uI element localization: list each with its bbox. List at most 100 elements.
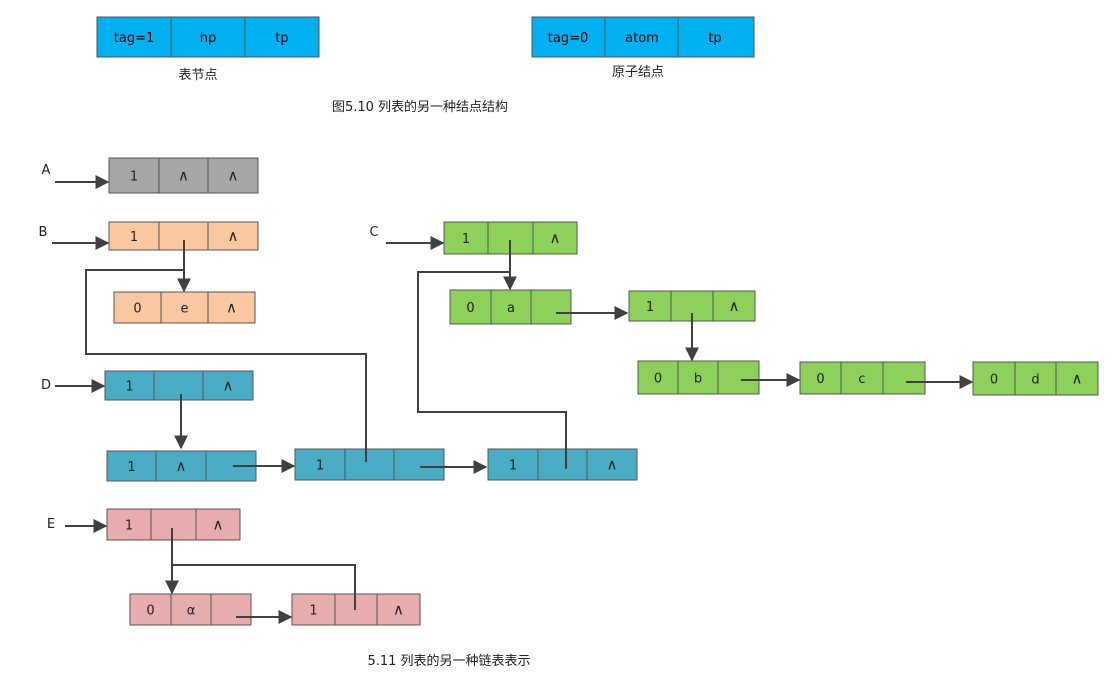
node-cell <box>972 361 1016 396</box>
list-node-structure: tag=1 hp tp 表节点 <box>96 16 320 83</box>
node-cell <box>487 448 539 481</box>
node-cell <box>210 593 252 626</box>
node-cell <box>537 448 588 481</box>
node-cell <box>882 361 926 395</box>
node-field-text: ∧ <box>607 456 618 474</box>
node-field-text: 0 <box>466 301 474 316</box>
node-field-text: ∧ <box>228 167 239 185</box>
atom-node-field-tag: tag=0 <box>548 31 588 46</box>
node-cell <box>158 157 209 194</box>
list-label-b: B <box>39 225 48 240</box>
node-cell <box>344 448 395 481</box>
node-cell <box>586 448 638 481</box>
node-cell <box>129 593 172 626</box>
atom-node-field-atom: atom <box>625 31 659 46</box>
node-cell <box>207 291 256 324</box>
node-field-text: b <box>694 372 702 387</box>
node-field-text: 0 <box>146 604 154 619</box>
node-field-text: 1 <box>130 230 138 245</box>
node-cell <box>170 593 212 626</box>
list-node-box <box>96 16 320 58</box>
node-field-text: ∧ <box>226 299 237 317</box>
pointer-links <box>52 175 974 624</box>
node-field-text: α <box>187 604 196 619</box>
node-field-text: ∧ <box>1072 370 1083 388</box>
list-c-node: 0 d ∧ <box>972 361 1099 396</box>
node-field-text: ∧ <box>550 229 561 247</box>
node-field-text: 0 <box>990 373 998 388</box>
node-cell <box>207 221 259 251</box>
atom-node-box <box>531 16 755 58</box>
node-cell <box>628 290 672 322</box>
node-field-text: ∧ <box>213 516 224 534</box>
list-d-node: 1∧ <box>106 450 257 482</box>
list-b-node: 0 e ∧ <box>113 291 256 324</box>
node-cell <box>1055 361 1099 396</box>
pointer-d3-hp-to-c <box>417 271 567 469</box>
list-label-e: E <box>47 517 55 532</box>
node-field-text: ∧ <box>178 167 189 185</box>
node-field-text: a <box>507 301 515 316</box>
node-cell <box>160 291 209 324</box>
node-cell <box>291 593 336 626</box>
node-cell <box>104 370 155 401</box>
list-a-node: 1 ∧ ∧ <box>108 157 259 194</box>
list-b-node: 1∧ <box>108 221 259 251</box>
node-field-text: 1 <box>125 519 133 534</box>
node-cell <box>153 370 204 401</box>
node-field-text: 0 <box>816 372 824 387</box>
figure-caption-5-11: 5.11 列表的另一种链表表示 <box>367 653 530 669</box>
node-cell <box>443 221 489 255</box>
node-field-text: 0 <box>654 372 662 387</box>
node-cell <box>106 508 152 541</box>
node-field-text: 1 <box>646 300 654 315</box>
list-d-node: 1∧ <box>487 448 638 481</box>
atom-node-field-tp: tp <box>708 31 721 46</box>
pointer-e2-hp-to-e <box>172 564 356 610</box>
node-cell <box>106 450 157 482</box>
node-field-text: 1 <box>509 459 517 474</box>
list-node-field-tag: tag=1 <box>114 31 154 46</box>
list-node-field-hp: hp <box>200 31 217 46</box>
node-cell <box>393 448 445 481</box>
figure-caption-5-10: 图5.10 列表的另一种结点结构 <box>332 99 508 115</box>
list-label-a: A <box>42 163 51 178</box>
node-cell <box>490 289 532 325</box>
node-field-text: c <box>858 372 865 387</box>
node-field-text: 1 <box>130 170 138 185</box>
node-cell <box>294 448 346 481</box>
node-field-text: ∧ <box>223 377 234 395</box>
list-label-d: D <box>41 378 51 393</box>
list-node-field-tp: tp <box>275 31 288 46</box>
node-field-text: d <box>1031 373 1039 388</box>
node-cell <box>113 291 162 324</box>
node-cell <box>207 157 259 194</box>
node-cell <box>712 290 756 322</box>
node-cell <box>195 508 241 541</box>
list-node-label: 表节点 <box>178 68 217 83</box>
list-label-c: C <box>369 225 378 240</box>
node-field-text: ∧ <box>176 457 187 475</box>
node-cell <box>530 289 572 325</box>
node-field-text: 1 <box>127 460 135 475</box>
node-cell <box>376 593 421 626</box>
node-field-text: e <box>181 302 189 317</box>
node-cell <box>532 221 578 255</box>
node-field-text: 1 <box>316 459 324 474</box>
node-cell <box>840 361 884 395</box>
node-field-text: 1 <box>309 604 317 619</box>
node-field-text: 1 <box>125 380 133 395</box>
list-d-node: 1 <box>294 448 445 481</box>
node-cell <box>108 157 160 194</box>
list-c-node: 1∧ <box>443 221 578 255</box>
atom-node-label: 原子结点 <box>612 65 664 80</box>
node-cell <box>150 508 197 541</box>
node-field-text: ∧ <box>228 227 239 245</box>
node-field-text: 0 <box>133 302 141 317</box>
